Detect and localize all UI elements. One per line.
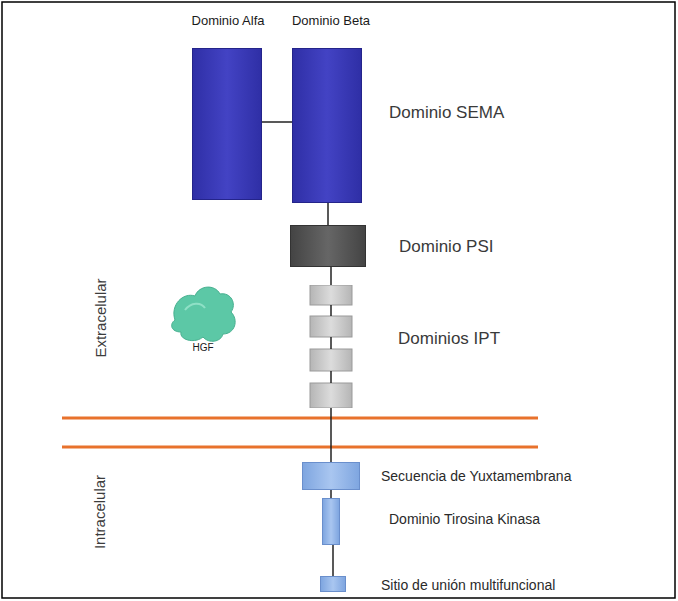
region-label: Extracelular (91, 278, 109, 357)
membrane-line (62, 446, 538, 449)
part-label: Dominio PSI (399, 237, 493, 257)
region-label: Intracelular (91, 475, 109, 549)
ipt-link (330, 371, 332, 383)
ipt-link (330, 337, 332, 349)
sema-beta-box: Dominio BetaDominio SEMA (292, 48, 362, 203)
membrane-line (62, 417, 538, 420)
hgf-highlight (185, 304, 205, 310)
part-label: Dominio SEMA (389, 103, 504, 123)
sema-alpha-box: Dominio Alfa (192, 48, 262, 200)
part-label: HGF (192, 342, 213, 354)
connector-line (262, 121, 292, 123)
ipt-domains: Dominios IPT (309, 285, 353, 408)
part-label: Dominio Tirosina Kinasa (389, 511, 540, 528)
ipt-shapes (309, 285, 353, 408)
psi-box: Dominio PSI (290, 225, 366, 267)
part-label: Dominio Beta (292, 13, 370, 29)
connector-line (330, 408, 332, 462)
connector-line (330, 267, 332, 285)
connector-line (332, 545, 334, 576)
part-label: Dominio Alfa (192, 13, 265, 29)
ipt-link (330, 305, 332, 316)
hgf-ligand: HGF (165, 280, 240, 360)
ipt-box (310, 316, 352, 337)
juxtamembrane-box: Secuencia de Yuxtamembrana (302, 462, 360, 490)
ipt-box (310, 349, 352, 371)
ipt-box (310, 285, 352, 305)
part-label: Dominios IPT (398, 329, 500, 349)
kinase-box: Dominio Tirosina Kinasa (322, 498, 340, 545)
ipt-box (310, 383, 352, 408)
connector-line (327, 203, 329, 225)
binding-site-box: Sitio de unión multifuncional (320, 576, 346, 592)
hgf-blob (172, 287, 236, 341)
connector-line (330, 490, 332, 498)
part-label: Sitio de unión multifuncional (381, 577, 555, 594)
part-label: Secuencia de Yuxtamembrana (381, 468, 571, 485)
